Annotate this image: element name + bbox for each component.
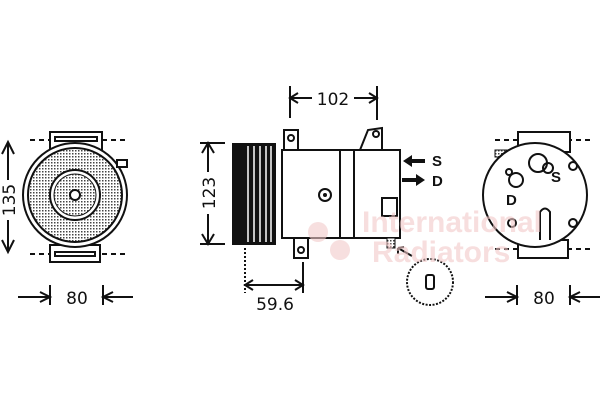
discharge-label: D [432, 173, 443, 190]
discharge-arrow: D [402, 173, 443, 190]
suction-label: S [432, 153, 442, 170]
rear-discharge-label: D [506, 192, 517, 209]
pulley-dim: 59.6 [256, 295, 294, 315]
rear-view: S D 80 [482, 131, 600, 309]
suction-arrow: S [403, 153, 442, 170]
front-width-dim: 80 [66, 289, 88, 309]
rear-suction-label: S [551, 169, 561, 186]
rear-width-dim: 80 [533, 289, 555, 309]
front-view: 135 80 [0, 131, 133, 309]
front-height-dim: 135 [0, 184, 20, 216]
side-height-dim: 123 [200, 177, 220, 209]
connector-detail [406, 258, 454, 306]
watermark-logo: International Radiators [308, 206, 542, 269]
watermark-line1: International [362, 206, 542, 239]
side-length-dim: 102 [317, 90, 349, 110]
watermark-line2: Radiators [372, 236, 510, 269]
side-view: 102 123 59.6 S D [199, 86, 454, 315]
